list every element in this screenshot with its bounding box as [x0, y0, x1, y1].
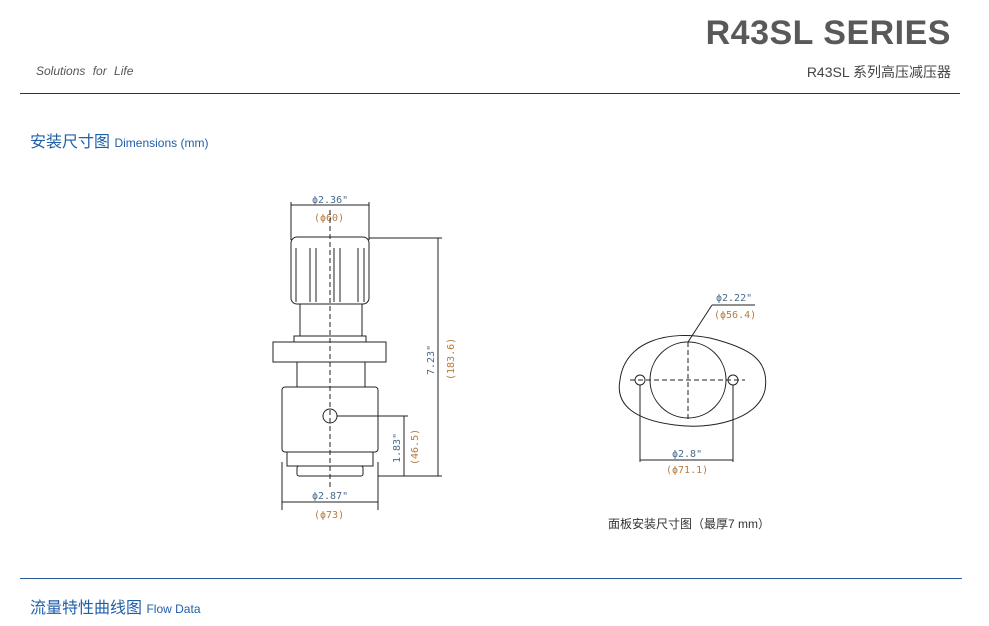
- tagline: Solutions for Life: [36, 64, 134, 78]
- bolt-circle-in: ϕ2.8": [672, 449, 702, 460]
- hole-diameter-mm: (ϕ56.4): [714, 310, 756, 321]
- page-subtitle: R43SL 系列高压减压器: [806, 64, 951, 80]
- port-height-mm: (46.5): [410, 429, 421, 465]
- panel-mount-drawing: ϕ2.22" (ϕ56.4) ϕ2.8" (ϕ71.1): [618, 293, 767, 476]
- section-heading-flow: 流量特性曲线图 Flow Data: [30, 594, 201, 618]
- header-divider: [20, 93, 960, 94]
- bottom-diameter-mm: (ϕ73): [314, 510, 344, 521]
- page-title: R43SL SERIES: [705, 14, 951, 52]
- panel-caption: 面板安装尺寸图（最厚7 mm）: [608, 517, 771, 531]
- section-divider: [20, 578, 962, 579]
- top-diameter-in: ϕ2.36": [312, 195, 348, 206]
- bottom-diameter-in: ϕ2.87": [312, 491, 348, 502]
- hole-diameter-in: ϕ2.22": [716, 293, 752, 304]
- bolt-circle-mm: (ϕ71.1): [666, 465, 708, 476]
- heading-cn: 安装尺寸图: [30, 134, 111, 151]
- top-diameter-mm: (ϕ60): [314, 213, 344, 224]
- height-in: 7.23": [426, 345, 437, 375]
- heading-en: Dimensions (mm): [114, 136, 209, 150]
- heading-cn: 流量特性曲线图: [30, 600, 143, 617]
- height-mm: (183.6): [446, 338, 457, 380]
- heading-en: Flow Data: [146, 602, 201, 616]
- regulator-dimension-drawing: ϕ2.36" (ϕ60) ϕ2.87" (ϕ73) 7.23" (183.6) …: [272, 195, 457, 521]
- section-heading-dimensions: 安装尺寸图 Dimensions (mm): [30, 128, 208, 152]
- port-height-in: 1.83": [392, 433, 403, 463]
